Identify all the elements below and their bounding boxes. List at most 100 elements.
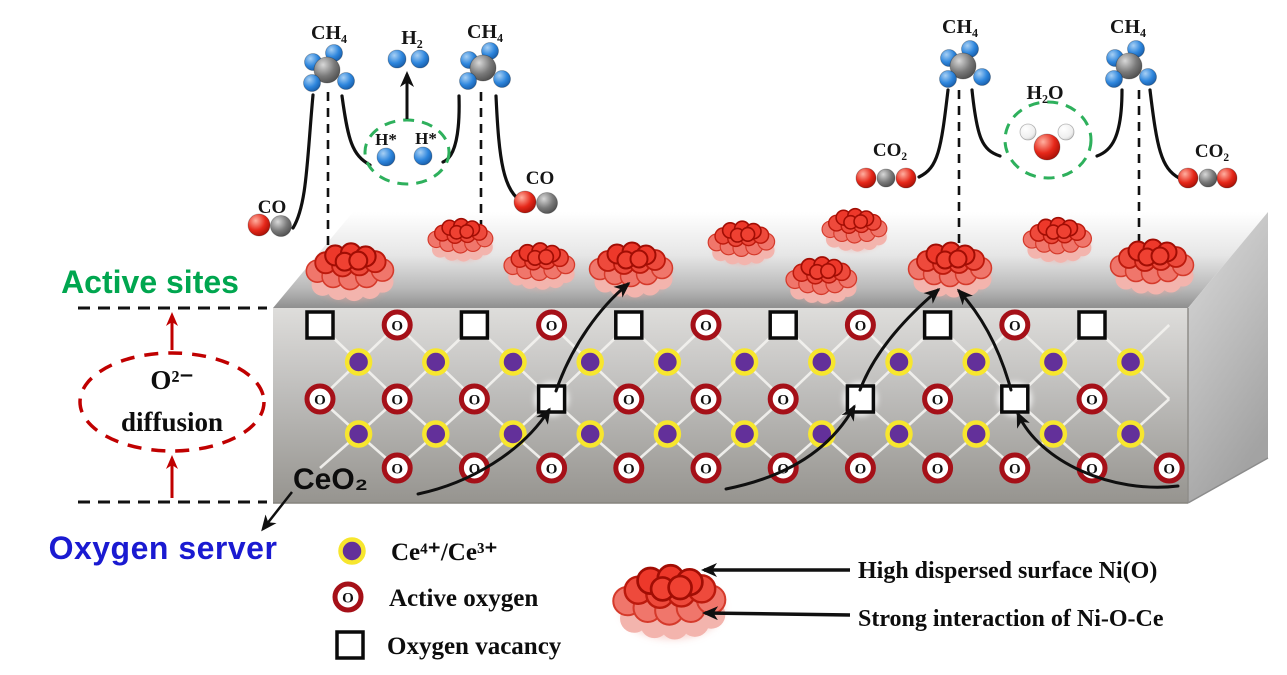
cerium-ion <box>962 348 990 376</box>
svg-text:O: O <box>700 319 712 335</box>
cerium-ion <box>576 348 604 376</box>
co2-label-2: CO₂ <box>1195 141 1230 162</box>
ceo2-pointer-arrow <box>261 491 293 532</box>
active-oxygen: O <box>690 383 722 415</box>
ch4-molecule-1 <box>303 44 355 92</box>
active-oxygen: O <box>690 452 722 484</box>
ch4-molecule-2 <box>459 42 511 90</box>
svg-text:O: O <box>932 462 944 478</box>
active-oxygen: O <box>304 383 336 415</box>
co-molecule-1 <box>247 213 292 237</box>
h2o-label: H₂O <box>1026 82 1063 104</box>
well-curve-4R <box>1148 88 1181 180</box>
oxygen-vacancy <box>997 382 1032 416</box>
oxygen-vacancy <box>1077 310 1107 340</box>
svg-text:O: O <box>391 319 403 335</box>
well-curve-1R <box>340 94 372 167</box>
oxygen-vacancy <box>459 310 490 340</box>
active-oxygen: O <box>613 452 645 484</box>
cerium-ion <box>653 420 682 448</box>
active-oxygen: O <box>536 309 568 341</box>
h-intermediate-circle <box>363 118 451 186</box>
molecule-models <box>247 40 1238 237</box>
cerium-ion <box>499 348 527 376</box>
h2-molecule <box>387 49 430 69</box>
well-curve-1L <box>291 93 315 230</box>
active-oxygen: O <box>1076 383 1108 415</box>
svg-text:O: O <box>1009 462 1021 478</box>
h-star-label-2: H* <box>415 129 437 148</box>
active-oxygen: O <box>844 452 876 484</box>
active-oxygen: O <box>458 452 490 484</box>
diffusion-ellipse <box>78 351 266 453</box>
adsorption-guides <box>326 90 1141 266</box>
oxygen-migration-arrow-4 <box>956 288 1013 392</box>
svg-text:O: O <box>623 462 635 478</box>
legend-cerium-label: Ce⁴⁺/Ce³⁺ <box>391 539 498 566</box>
svg-text:O: O <box>546 319 558 335</box>
oxygen-vacancy <box>534 382 569 416</box>
legend: O Ce⁴⁺/Ce³⁺ Active oxygen Oxygen vacancy… <box>332 537 1164 660</box>
slab-side-bottom-edge <box>1187 457 1269 504</box>
active-oxygen: O <box>458 383 490 415</box>
svg-text:O: O <box>855 462 867 478</box>
cerium-ion <box>499 420 527 448</box>
svg-text:O: O <box>855 319 867 335</box>
cerium-ion <box>422 348 450 376</box>
svg-text:O: O <box>1163 462 1175 478</box>
h2o-molecule <box>1019 123 1075 161</box>
co-label-1: CO <box>258 197 287 218</box>
oxygen-vacancy <box>335 630 365 660</box>
oxygen-vacancy <box>614 310 644 340</box>
oxygen-vacancy <box>768 310 798 340</box>
active-oxygen: O <box>767 452 799 484</box>
oxygen-vacancy <box>922 310 953 340</box>
ch4-label-1: CH₄ <box>311 22 347 44</box>
well-curve-2L <box>441 94 461 164</box>
svg-text:O: O <box>700 393 712 409</box>
oxygen-migration-arrow-2a <box>724 404 856 491</box>
cerium-ion <box>338 537 366 565</box>
svg-text:O: O <box>1086 462 1098 478</box>
active-oxygen: O <box>381 452 413 484</box>
cerium-ion <box>576 420 604 448</box>
cerium-ion <box>808 420 836 448</box>
cerium-ion <box>1039 348 1068 376</box>
cerium-ion <box>344 348 373 376</box>
svg-text:O: O <box>314 393 326 409</box>
active-oxygen: O <box>690 309 722 341</box>
active-oxygen: O <box>767 383 799 415</box>
active-oxygen: O <box>381 383 413 415</box>
svg-text:O: O <box>469 462 481 478</box>
co-molecule-2 <box>513 190 558 214</box>
legend-oxygen-label: Active oxygen <box>389 585 538 612</box>
active-oxygen: O <box>613 383 645 415</box>
svg-text:O: O <box>469 393 481 409</box>
ni-annotation-2: Strong interaction of Ni-O-Ce <box>858 606 1164 632</box>
svg-text:O: O <box>1009 319 1021 335</box>
legend-symbols: O <box>332 537 366 660</box>
svg-text:O: O <box>391 393 403 409</box>
active-oxygen: O <box>922 452 954 484</box>
oxygen-migration-arrow-2b <box>858 288 941 392</box>
active-oxygen: O <box>999 452 1031 484</box>
well-curve-3R <box>970 88 1002 158</box>
active-oxygen: O <box>1076 452 1108 484</box>
oxygen-migration-arrow-3 <box>1016 411 1180 489</box>
cerium-ion <box>808 348 836 376</box>
svg-text:O: O <box>342 591 354 607</box>
slab-side-face <box>1188 212 1268 503</box>
ni-annotation-arrow-2 <box>702 606 851 621</box>
oxygen-migration-arrow-1b <box>554 282 631 393</box>
adsorbed-h-atoms <box>376 146 433 167</box>
cerium-ion <box>730 420 759 448</box>
cerium-ion <box>885 420 913 448</box>
cerium-ion <box>1116 420 1145 448</box>
ni-annotation-1: High dispersed surface Ni(O) <box>858 558 1157 584</box>
ch4-label-3: CH₄ <box>942 16 978 38</box>
h-star-label-1: H* <box>375 130 397 149</box>
svg-text:O: O <box>546 462 558 478</box>
active-oxygen: O <box>536 452 568 484</box>
